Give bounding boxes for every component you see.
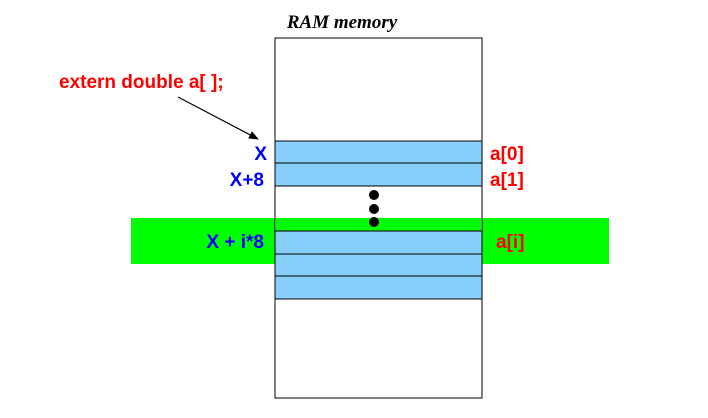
memory-cell-ai bbox=[274, 230, 483, 255]
ellipsis-dot-2 bbox=[369, 204, 379, 214]
declaration-label: extern double a[ ]; bbox=[59, 72, 224, 93]
address-label-ith: X + i*8 bbox=[206, 232, 264, 253]
address-label-second: X+8 bbox=[230, 170, 264, 191]
declaration-arrow bbox=[177, 96, 259, 140]
memory-cell-a0 bbox=[274, 140, 483, 164]
memory-cell-ai-plus-1 bbox=[274, 253, 483, 277]
element-label-a0: a[0] bbox=[490, 144, 524, 165]
ellipsis-dot-1 bbox=[369, 190, 379, 200]
memory-cell-a1 bbox=[274, 162, 483, 187]
diagram-title: RAM memory bbox=[286, 12, 398, 33]
address-label-base: X bbox=[254, 144, 267, 165]
ram-memory-outline bbox=[274, 37, 483, 399]
highlight-band-inside bbox=[276, 218, 481, 231]
memory-cell-ai-plus-2 bbox=[274, 275, 483, 300]
element-label-ai: a[i] bbox=[496, 232, 525, 253]
ellipsis-dot-3 bbox=[369, 217, 379, 227]
element-label-a1: a[1] bbox=[490, 170, 524, 191]
